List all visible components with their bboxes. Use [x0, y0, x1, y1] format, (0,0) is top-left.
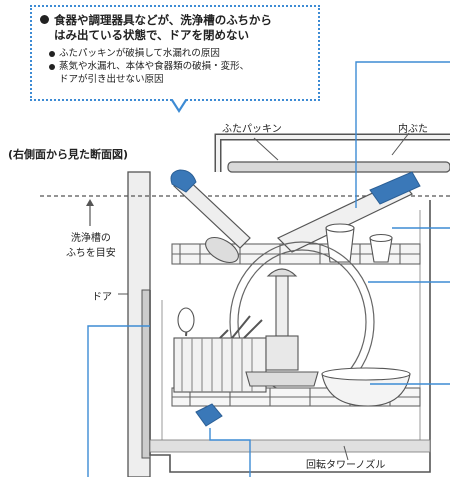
bullet-icon [40, 15, 49, 24]
label-tank-rim-line2: ふちを目安 [66, 248, 116, 259]
door-panel [127, 171, 151, 477]
reason-item: ふたパッキンが破損して水漏れの原因 [48, 47, 310, 60]
inner-lid [214, 133, 450, 172]
protruding-turner [276, 171, 421, 253]
wash-tank [149, 200, 431, 473]
leader-lines [87, 61, 450, 477]
reason-list: ふたパッキンが破損して水漏れの原因 蒸気や水漏れ、本体や食器類の破損・変形、 ド… [48, 47, 310, 86]
rotating-tower-nozzle [245, 268, 319, 387]
rim-arrow [86, 199, 94, 226]
label-lid-packing: ふたパッキン [222, 124, 282, 135]
section-title: (右側面から見た断面図) [8, 148, 129, 161]
label-tank-rim-line1: 洗浄槽の [70, 233, 111, 244]
label-door: ドア [92, 292, 112, 303]
callout-tail-inner [172, 98, 186, 109]
label-rotating-nozzle: 回転タワーノズル [306, 460, 386, 471]
warning-callout: 食器や調理器具などが、洗浄槽のふちから はみ出ている状態で、ドアを閉めない ふた… [30, 5, 320, 101]
label-lines [118, 132, 410, 461]
warning-headline: 食器や調理器具などが、洗浄槽のふちから はみ出ている状態で、ドアを閉めない [40, 13, 310, 43]
headline-line1: 食器や調理器具などが、洗浄槽のふちから [54, 13, 272, 27]
nozzle-base-part [195, 403, 223, 427]
label-tank-rim: 洗浄槽の ふちを目安 [66, 229, 116, 259]
protruding-ladle [170, 169, 251, 264]
reason-item: 蒸気や水漏れ、本体や食器類の破損・変形、 ドアが引き出せない原因 [48, 60, 310, 86]
label-inner-lid: 内ぶた [398, 124, 428, 135]
lid-packing [227, 161, 450, 173]
bowl [321, 367, 411, 407]
headline-line2: はみ出ている状態で、ドアを閉めない [54, 28, 250, 42]
reason-continuation: ドアが引き出せない原因 [59, 74, 164, 85]
cups [325, 223, 393, 263]
